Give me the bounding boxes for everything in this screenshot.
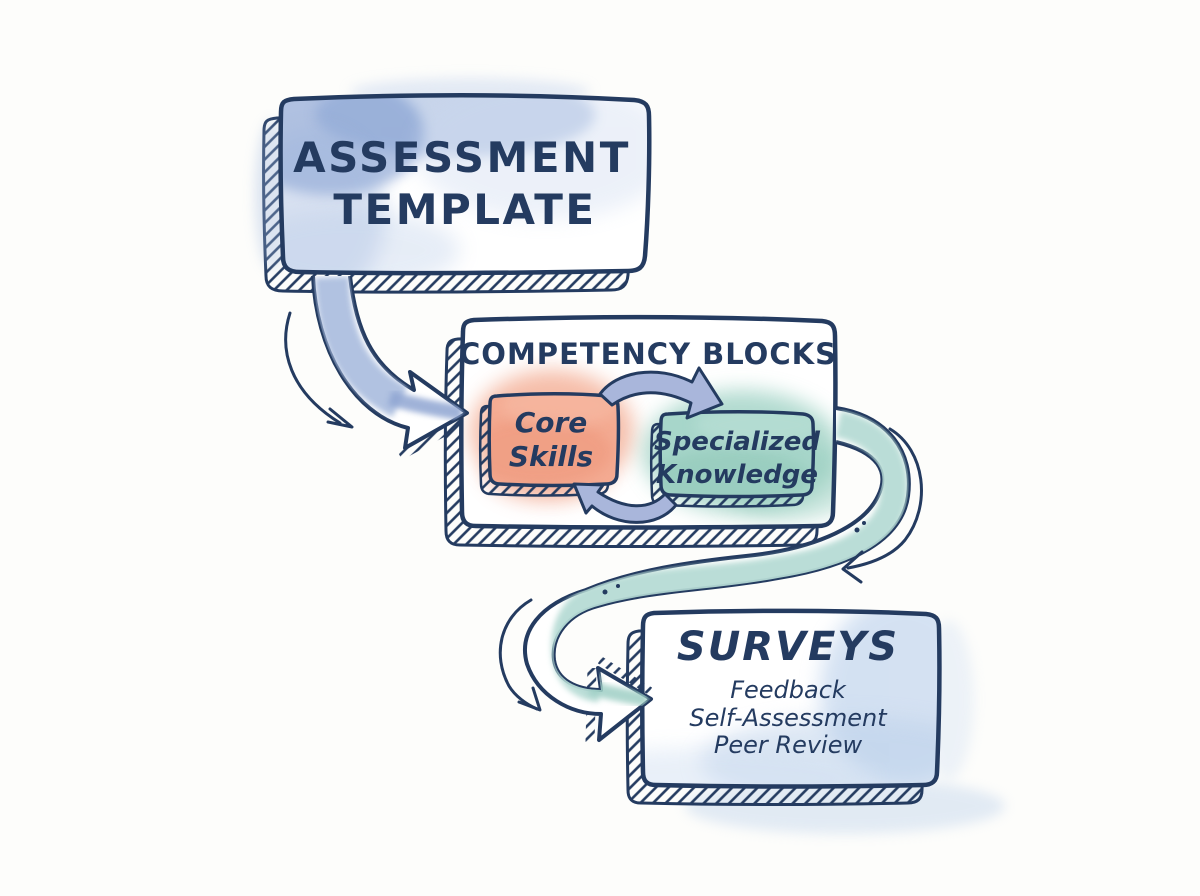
surveys-item-self-assessment: Self-Assessment xyxy=(689,704,888,732)
competency-blocks-title: COMPETENCY BLOCKS xyxy=(459,337,837,371)
core-skills-line2: Skills xyxy=(509,440,593,473)
surveys-item-peer-review: Peer Review xyxy=(714,731,863,759)
assessment-template-line2: TEMPLATE xyxy=(333,185,596,234)
arrowhead-hatch-edge xyxy=(397,418,465,460)
arrow-specialized-to-core xyxy=(572,482,678,524)
assessment-template-line1: ASSESSMENT xyxy=(293,133,631,182)
specialized-knowledge-node: Specialized Knowledge xyxy=(650,410,820,508)
accent-arrowhead-right xyxy=(841,550,864,584)
assessment-template-node: ASSESSMENT TEMPLATE xyxy=(255,78,675,294)
arrowhead-hatch-edge xyxy=(597,656,653,695)
accent-arc-left xyxy=(498,598,539,711)
arrow-template-to-competency xyxy=(284,274,469,460)
surveys-node: SURVEYS Feedback Self-Assessment Peer Re… xyxy=(625,595,1000,806)
accent-arrowhead xyxy=(326,407,354,429)
arrow-core-to-specialized xyxy=(598,366,724,420)
assessment-box-washes xyxy=(280,95,650,274)
sketch-dots xyxy=(602,521,866,595)
surveys-title: SURVEYS xyxy=(677,624,899,670)
core-skills-node: Core Skills xyxy=(479,392,621,497)
arrow-wash xyxy=(315,276,464,421)
accent-arc xyxy=(284,311,342,425)
specialized-knowledge-line1: Specialized xyxy=(654,427,820,457)
specialized-knowledge-line2: Knowledge xyxy=(656,460,818,490)
competency-blocks-node: COMPETENCY BLOCKS Core Skills Specialize… xyxy=(443,317,860,548)
accent-arrowhead-left xyxy=(517,686,542,712)
accent-arc-right xyxy=(846,427,923,570)
surveys-item-feedback: Feedback xyxy=(730,676,847,704)
core-skills-line1: Core xyxy=(515,406,588,439)
